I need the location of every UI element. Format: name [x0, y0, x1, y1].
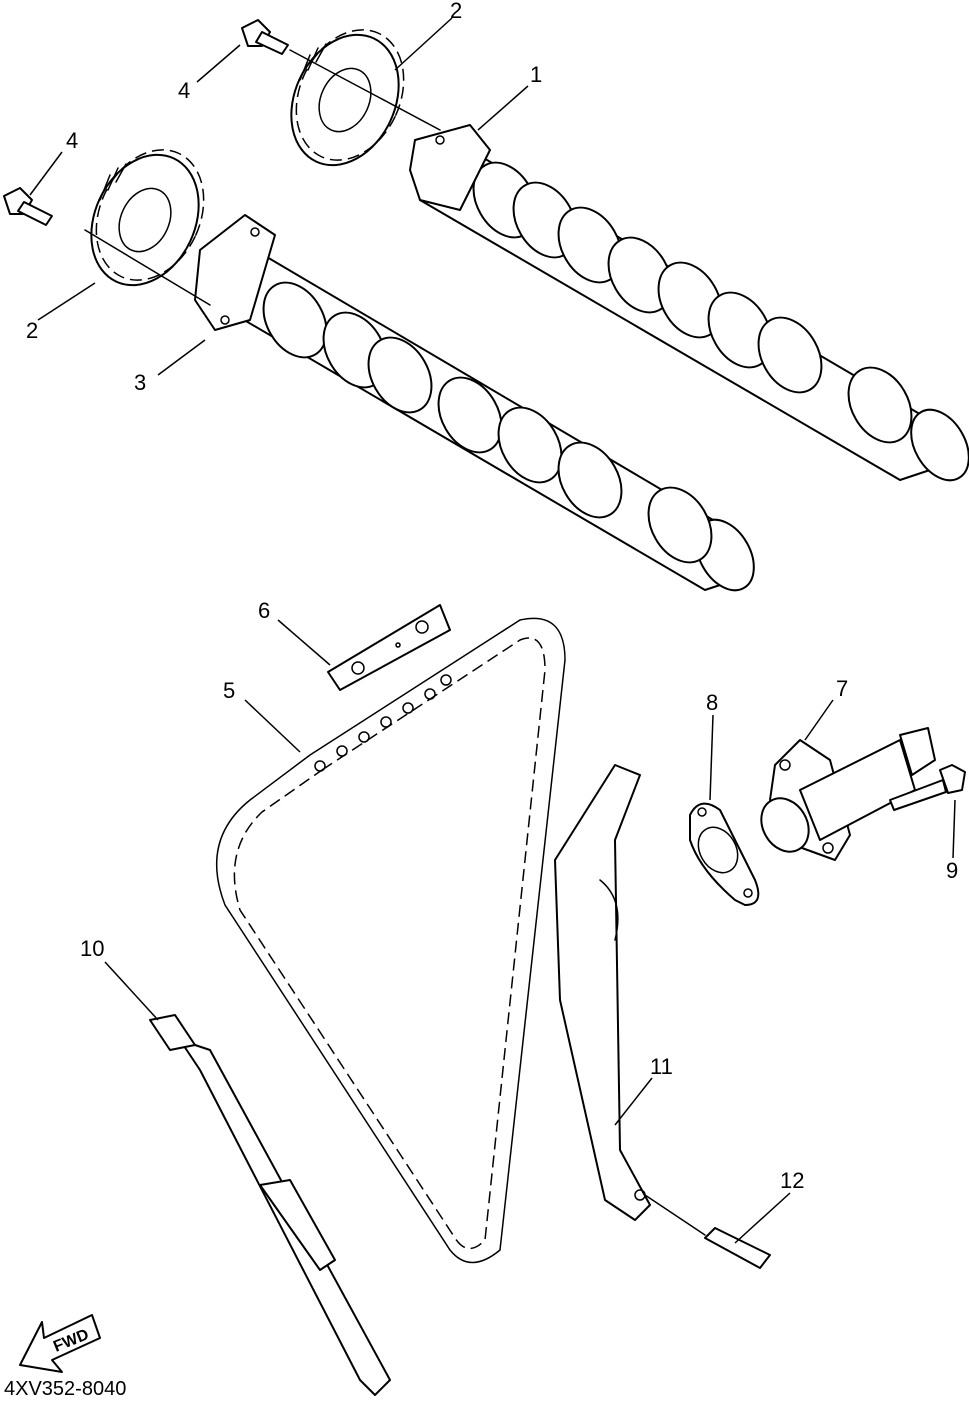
camshaft-1: [409, 124, 969, 482]
callout-10: 10: [80, 936, 104, 961]
camshaft-3: [194, 214, 755, 592]
callout-7: 7: [836, 676, 848, 701]
axis-line-lower: [84, 229, 211, 306]
chain-guide-rear: [149, 1014, 391, 1396]
callout-2-upper: 2: [450, 0, 462, 23]
chain-tensioner: [760, 727, 936, 861]
callout-1: 1: [530, 62, 542, 87]
callout-4-lower: 4: [66, 128, 78, 153]
tensioner-gasket: [689, 802, 760, 906]
chain-guide-top: [327, 604, 451, 691]
chain-guide-intake: [554, 764, 651, 1221]
cam-sprocket-upper: [290, 29, 405, 167]
forward-arrow-icon: FWD: [19, 1314, 101, 1373]
callout-9: 9: [946, 858, 958, 883]
callout-2-lower: 2: [26, 318, 38, 343]
callout-4-upper: 4: [178, 78, 190, 103]
guide-pin: [644, 1194, 771, 1269]
callout-3: 3: [134, 370, 146, 395]
leader-lines: [29, 17, 956, 1244]
sprocket-bolt-upper: [241, 19, 289, 55]
diagram-code: 4XV352-8040: [4, 1378, 127, 1400]
tensioner-bolt: [889, 764, 966, 811]
callout-5: 5: [223, 678, 235, 703]
timing-chain: [215, 617, 566, 1264]
callout-11: 11: [650, 1054, 673, 1079]
callout-8: 8: [706, 690, 718, 715]
sprocket-bolt-lower: [3, 187, 53, 226]
chain-links: [314, 674, 452, 772]
callout-12: 12: [780, 1168, 804, 1193]
callout-6: 6: [258, 598, 270, 623]
axis-line-upper: [289, 49, 441, 131]
cam-sprocket-lower: [90, 149, 205, 287]
